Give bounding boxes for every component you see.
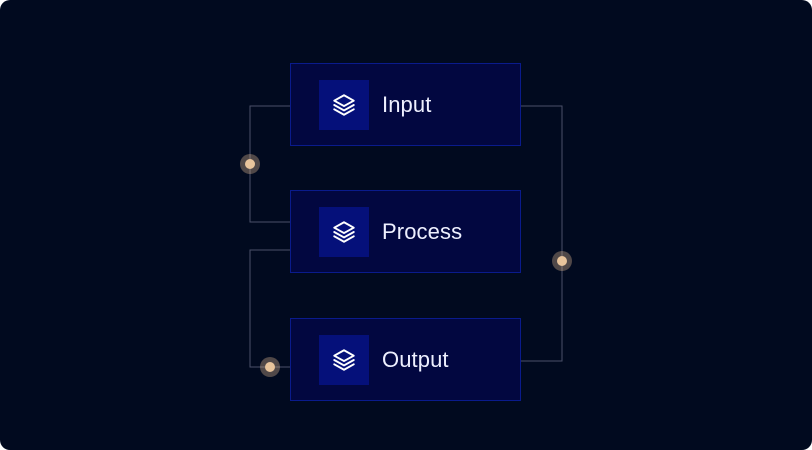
connector-process-output [249,249,290,368]
node-input[interactable]: Input [290,63,521,146]
connector-dot-process-output [260,357,280,377]
node-label: Output [382,346,449,372]
dot-core [265,362,275,372]
connector-dot-input-output [552,251,572,271]
node-label: Input [382,91,432,117]
node-label: Process [382,218,463,244]
dot-core [245,159,255,169]
layers-icon [319,79,369,130]
connector-input-output [521,105,563,362]
node-output[interactable]: Output [290,318,521,401]
dot-core [557,256,567,266]
node-process[interactable]: Process [290,190,521,273]
layers-icon [319,334,369,385]
layers-icon [319,206,369,257]
connector-dot-input-process [240,154,260,174]
